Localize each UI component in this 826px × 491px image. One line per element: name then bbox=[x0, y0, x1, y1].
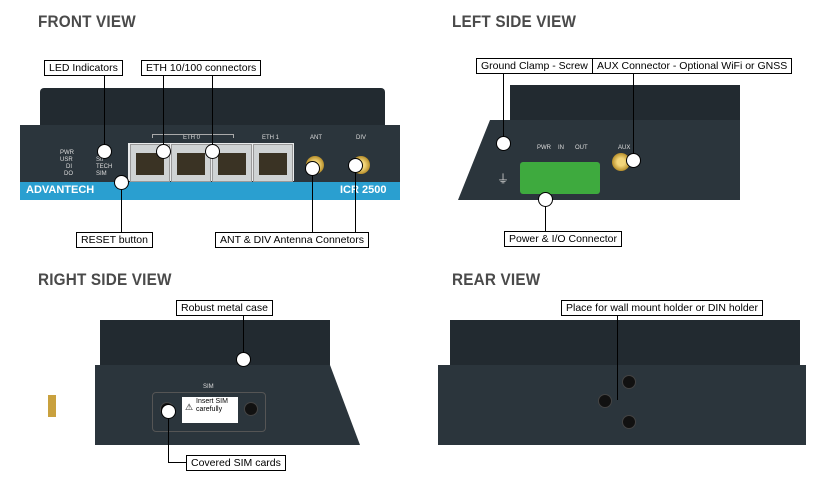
callout-ground-clamp: Ground Clamp - Screw bbox=[476, 58, 593, 74]
mount-hole bbox=[598, 394, 612, 408]
led-usr: USR bbox=[60, 157, 73, 163]
left-view-title: LEFT SIDE VIEW bbox=[452, 12, 577, 31]
callout-wall-mount: Place for wall mount holder or DIN holde… bbox=[561, 300, 764, 316]
led-di: DI bbox=[66, 164, 72, 170]
pwr-label: PWR bbox=[537, 145, 551, 151]
led-tech: TECH bbox=[96, 164, 113, 170]
eth0-label: ETH 0 bbox=[183, 135, 201, 141]
eth-port[interactable] bbox=[130, 144, 170, 182]
in-label: IN bbox=[558, 145, 564, 151]
mount-hole bbox=[622, 415, 636, 429]
out-label: OUT bbox=[575, 145, 588, 151]
callout-metal-case: Robust metal case bbox=[176, 300, 273, 316]
mount-hole bbox=[622, 375, 636, 389]
led-do: DO bbox=[64, 171, 73, 177]
callout-reset-button: RESET button bbox=[76, 232, 153, 248]
sim-warning-text: Insert SIM carefully bbox=[196, 398, 228, 413]
led-str: Str bbox=[96, 157, 104, 163]
div-label: DIV bbox=[356, 135, 367, 141]
callout-led-indicators: LED Indicators bbox=[44, 60, 123, 76]
ant-label: ANT bbox=[310, 135, 322, 141]
aux-label: AUX bbox=[618, 145, 631, 151]
model-label: ICR 2500 bbox=[340, 184, 387, 196]
led-pwr: PWR bbox=[60, 150, 74, 156]
eth1-label: ETH 1 bbox=[262, 135, 280, 141]
rear-view-title: REAR VIEW bbox=[452, 270, 541, 289]
sim-warning-sticker: ⚠ Insert SIM carefully bbox=[182, 397, 238, 423]
screw bbox=[244, 402, 258, 416]
callout-power-io: Power & I/O Connector bbox=[504, 231, 622, 247]
aux-connector[interactable] bbox=[612, 153, 630, 171]
sim-label: SIM bbox=[203, 384, 214, 390]
power-io-terminal[interactable] bbox=[520, 162, 600, 194]
brand-logo: ADVANTECH bbox=[26, 184, 95, 196]
callout-eth-connectors: ETH 10/100 connectors bbox=[141, 60, 262, 76]
callout-antenna-connectors: ANT & DIV Antenna Connetors bbox=[215, 232, 369, 248]
right-view-title: RIGHT SIDE VIEW bbox=[38, 270, 172, 289]
ground-icon: ⏚ bbox=[497, 172, 510, 186]
front-view-title: FRONT VIEW bbox=[38, 12, 136, 31]
led-sim: SIM bbox=[96, 171, 107, 177]
warning-icon: ⚠ bbox=[185, 402, 194, 412]
callout-sim-cards: Covered SIM cards bbox=[186, 455, 286, 471]
eth-port[interactable] bbox=[171, 144, 211, 182]
callout-aux-connector: AUX Connector - Optional WiFi or GNSS bbox=[592, 58, 793, 74]
eth-port[interactable] bbox=[253, 144, 293, 182]
